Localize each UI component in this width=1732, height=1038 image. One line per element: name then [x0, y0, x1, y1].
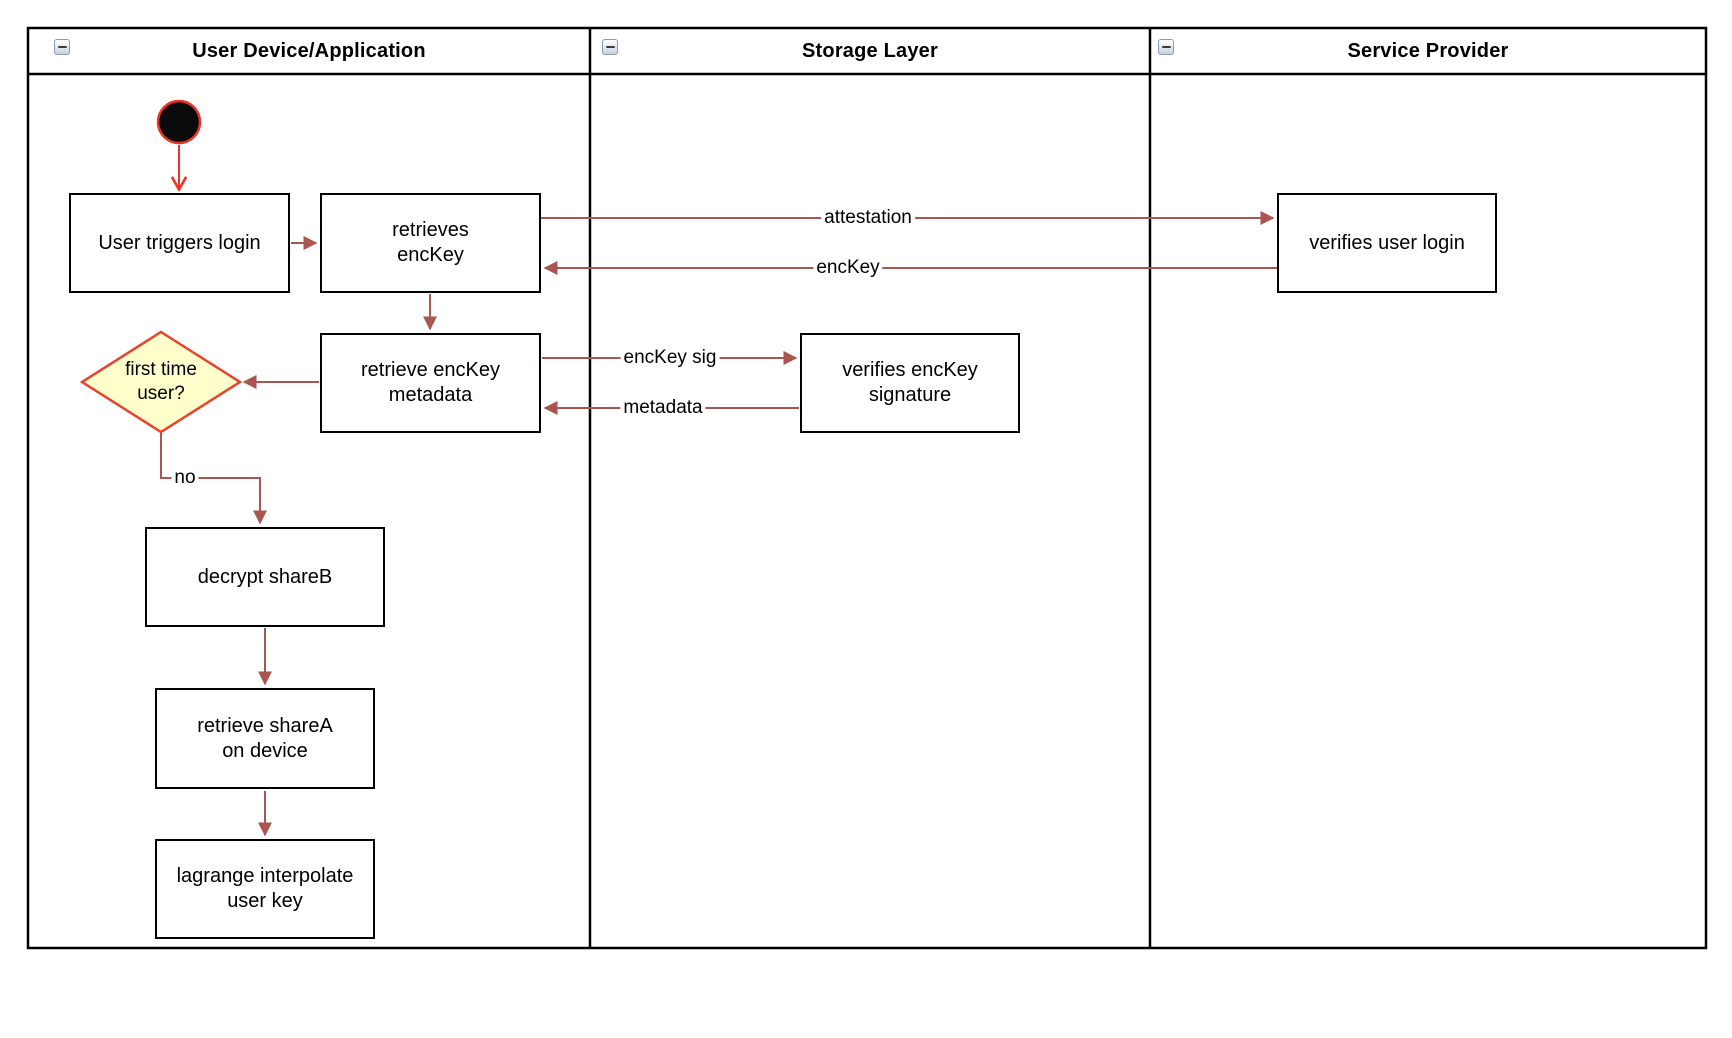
pool-frame	[26, 26, 1708, 950]
edge-label-no: no	[171, 467, 199, 489]
start-node[interactable]	[156, 99, 202, 145]
edge-label-attestation: attestation	[821, 207, 915, 229]
lane-header-user-device: User Device/Application	[28, 28, 590, 74]
node-retrieve-sharea[interactable]: retrieve shareA on device	[155, 688, 375, 789]
collapse-lane-user-device-button[interactable]	[54, 39, 70, 55]
minus-icon	[605, 45, 615, 49]
node-verifies-user-login[interactable]: verifies user login	[1277, 193, 1497, 293]
lane-header-service-provider: Service Provider	[1150, 28, 1706, 74]
lane-title-user-device: User Device/Application	[192, 39, 426, 62]
minus-icon	[1161, 45, 1171, 49]
collapse-lane-storage-layer-button[interactable]	[602, 39, 618, 55]
node-user-triggers-login[interactable]: User triggers login	[69, 193, 290, 293]
edge-label-metadata: metadata	[620, 397, 706, 419]
edge-label-enckey: encKey	[813, 257, 883, 279]
lane-title-service-provider: Service Provider	[1347, 39, 1509, 62]
edge-label-enckey-sig: encKey sig	[620, 347, 720, 369]
node-verifies-enckey-signature[interactable]: verifies encKey signature	[800, 333, 1020, 433]
node-lagrange-interpolate[interactable]: lagrange interpolate user key	[155, 839, 375, 939]
node-retrieves-enckey[interactable]: retrieves encKey	[320, 193, 541, 293]
lane-header-storage-layer: Storage Layer	[590, 28, 1150, 74]
decision-diamond-label: first time user?	[125, 359, 197, 404]
node-decrypt-shareb[interactable]: decrypt shareB	[145, 527, 385, 627]
node-retrieve-enckey-metadata[interactable]: retrieve encKey metadata	[320, 333, 541, 433]
lane-title-storage-layer: Storage Layer	[802, 39, 938, 62]
collapse-lane-service-provider-button[interactable]	[1158, 39, 1174, 55]
minus-icon	[57, 45, 67, 49]
